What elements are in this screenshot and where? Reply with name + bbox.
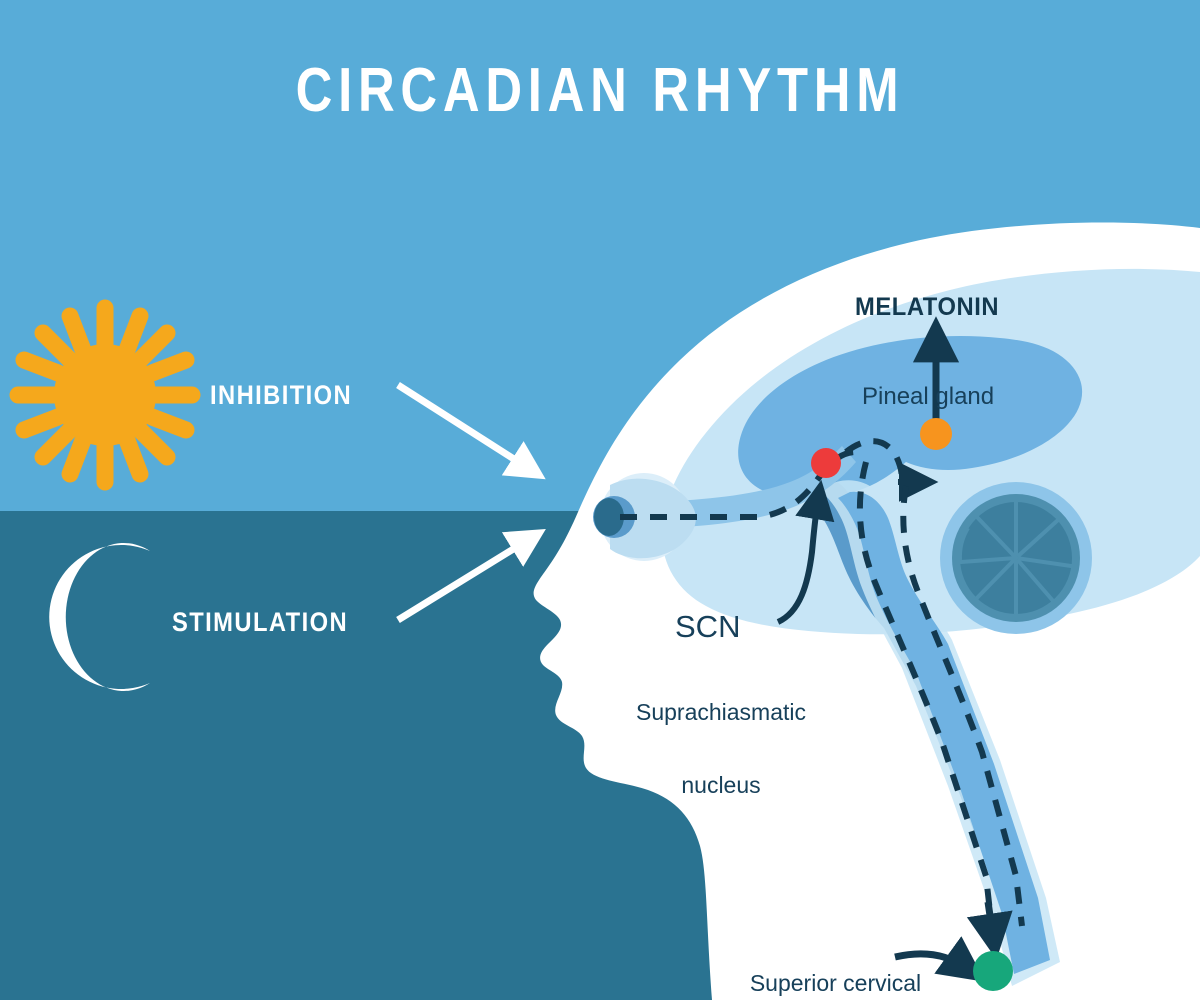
ganglion-marker: [973, 951, 1013, 991]
scn-line-2: nucleus: [681, 771, 761, 798]
page-title: CIRCADIAN RHYTHM: [295, 56, 905, 125]
sympathetic-arrowhead-left: [966, 901, 1013, 960]
scg-caption-arrow: [894, 936, 986, 982]
spinal-cord: [838, 491, 1050, 974]
scn-caption-arrow: [776, 479, 835, 625]
pineal-gland-label: Pineal gland: [862, 383, 995, 410]
superior-cervical-ganglion-label: Superior cervical ganglion: [729, 923, 942, 1000]
scn-full-name-label: Suprachiasmatic nucleus: [612, 652, 830, 845]
pineal-marker: [920, 418, 952, 450]
inhibition-label: INHIBITION: [210, 380, 353, 410]
melatonin-label: MELATONIN: [855, 293, 1000, 321]
sympathetic-path-left: [856, 461, 995, 931]
scn-line-1: Suprachiasmatic: [635, 699, 807, 726]
sun-core: [54, 344, 156, 446]
cerebellum-folia: [957, 500, 1073, 616]
eye-pupil: [594, 498, 624, 536]
inhibition-arrow: [396, 382, 546, 480]
stimulation-label: STIMULATION: [172, 607, 349, 637]
sympathetic-path-right: [900, 485, 1025, 927]
scn-marker: [811, 448, 841, 478]
scn-abbreviation-label: SCN: [675, 609, 741, 644]
scg-line-1: Superior cervical: [749, 970, 922, 997]
stimulation-arrow: [396, 528, 546, 623]
